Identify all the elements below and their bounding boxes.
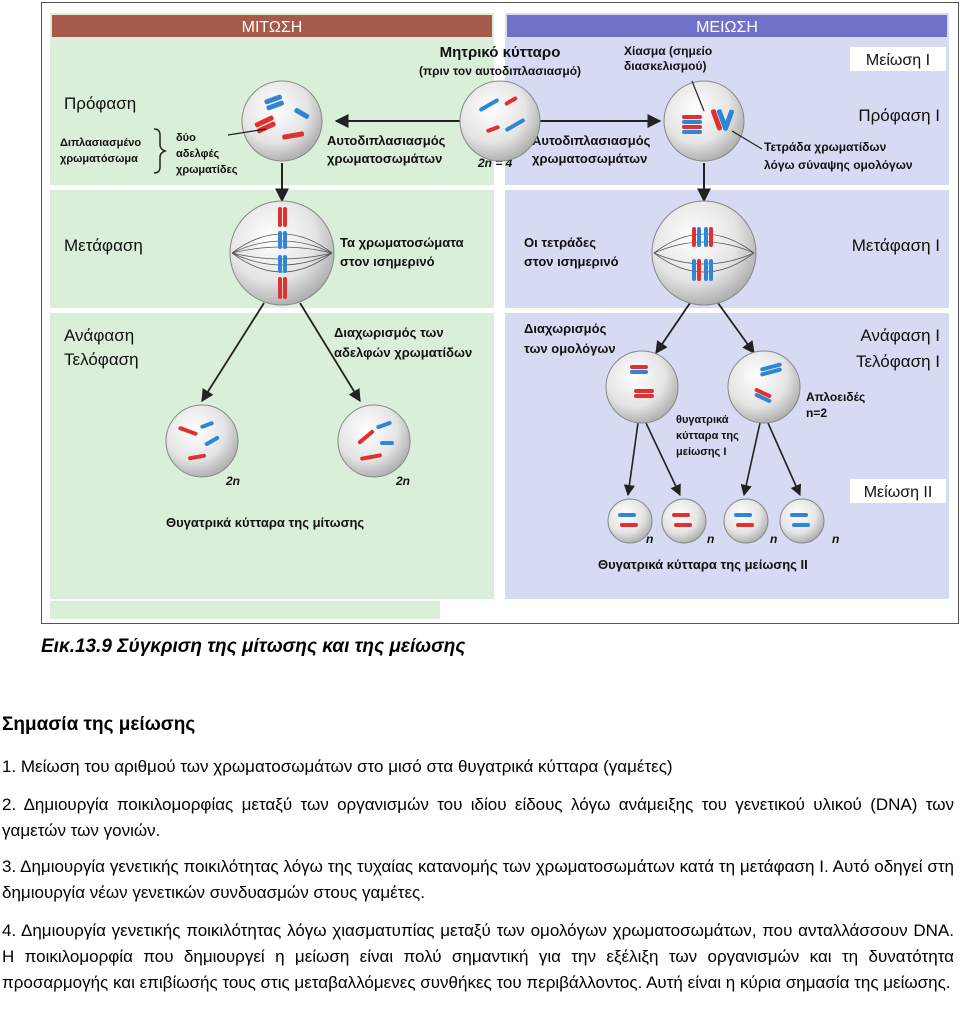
haploid-n-label: n=2 <box>806 406 827 420</box>
prophase-1-label: Πρόφαση Ι <box>858 106 940 125</box>
duplicated-chromosome-label-2: χρωματόσωμα <box>60 153 138 165</box>
mitosis-bottom-strip <box>50 601 440 619</box>
section-title: Σημασία της μείωσης <box>2 714 196 735</box>
figure-caption: Εικ.13.9 Σύγκριση της μίτωσης και της με… <box>41 636 466 657</box>
paragraph-2: 2. Δημιουργία ποικιλομορφίας μεταξύ των … <box>2 795 954 840</box>
two-n-left-label: 2n <box>225 474 240 488</box>
separation-sisters-label-2: αδελφών χρωματίδων <box>334 345 472 360</box>
metaphase-cell <box>229 200 335 306</box>
brace-icon <box>153 128 168 174</box>
anaphase-label: Ανάφαση <box>64 326 134 345</box>
self-dup-left-label-2: χρωματοσωμάτων <box>327 151 442 166</box>
self-dup-right-label-2: χρωματοσωμάτων <box>532 151 647 166</box>
separation-homologs-label: Διαχωρισμός <box>524 321 607 336</box>
anaphase-1-label: Ανάφαση Ι <box>860 326 940 345</box>
meiosis-1-label: Μείωση Ι <box>866 52 930 69</box>
two-sister-label-3: χρωματίδες <box>176 164 238 176</box>
metaphase-1-label: Μετάφαση Ι <box>852 236 940 255</box>
mitosis-meiosis-diagram: ΜΙΤΩΣΗ ΜΕΙΩΣΗ Μείωση Ι Μείωση ΙΙ Μητρικό… <box>41 2 959 624</box>
self-dup-right-label: Αυτοδιπλασιασμός <box>532 133 651 148</box>
n-label-3: n <box>770 532 777 546</box>
pointer-line <box>227 128 267 136</box>
prophase-label: Πρόφαση <box>64 94 136 113</box>
meiosis-1-daughter-cell-right <box>727 350 801 424</box>
mitosis-daughter-cell-left <box>165 404 239 478</box>
tetrads-equator-label-2: στον ισημερινό <box>524 254 619 269</box>
prophase-cell <box>241 80 323 162</box>
paragraph-4: 4. Δημιουργία γενετικής ποικιλότητας λόγ… <box>2 921 954 992</box>
meiosis-2-daughter-cell-1 <box>607 498 653 544</box>
prophase-1-cell <box>663 80 745 162</box>
n-label-4: n <box>832 532 839 546</box>
metaphase-1-cell <box>651 200 757 306</box>
meiosis-header <box>507 15 947 37</box>
separation-homologs-label-2: των ομολόγων <box>524 341 616 356</box>
n-label-2: n <box>707 532 714 546</box>
metaphase-label: Μετάφαση <box>64 236 143 255</box>
n-label-1: n <box>646 532 653 546</box>
daughter-mitosis-label: Θυγατρικά κύτταρα της μίτωσης <box>166 515 364 530</box>
duplicated-chromosome-label: Διπλασιασμένο <box>60 137 141 149</box>
paragraph-3: 3. Δημιουργία γενετικής ποικιλότητας λόγ… <box>2 857 954 902</box>
chromosomes-equator-label-2: στον ισημερινό <box>340 254 435 269</box>
chiasma-label: Χίασμα (σημείο <box>624 44 712 58</box>
meiosis-2-label: Μείωση ΙΙ <box>864 484 933 501</box>
mother-cell-sublabel: (πριν τον αυτοδιπλασιασμό) <box>419 64 581 78</box>
meiosis-1-daughter-cell-left <box>605 350 679 424</box>
meiosis-2-daughter-cell-3 <box>723 498 769 544</box>
chromosomes-equator-label: Τα χρωματοσώματα <box>340 235 464 250</box>
haploid-label: Απλοειδές <box>806 390 865 404</box>
mitosis-daughter-cell-right <box>337 404 411 478</box>
self-dup-left-label: Αυτοδιπλασιασμός <box>327 133 446 148</box>
tetrad-label: Τετράδα χρωματίδων <box>764 140 887 154</box>
paragraph-1: 1. Μείωση του αριθμού των χρωματοσωμάτων… <box>2 757 673 776</box>
mitosis-header-label: ΜΙΤΩΣΗ <box>242 19 303 36</box>
two-sister-label: δύο <box>176 132 196 144</box>
daughter-meiosis2-label: Θυγατρικά κύτταρα της μείωσης ΙΙ <box>598 557 808 572</box>
daughter-meiosis1-label: θυγατρικά <box>676 414 729 426</box>
telophase-label: Τελόφαση <box>64 350 139 369</box>
daughter-meiosis1-label-2: κύτταρα της <box>676 430 739 442</box>
two-n-right-label: 2n <box>395 474 410 488</box>
two-sister-label-2: αδελφές <box>176 148 219 160</box>
mitosis-header <box>52 15 492 37</box>
mother-cell <box>459 80 541 162</box>
daughter-meiosis1-label-3: μείωσης Ι <box>676 446 726 458</box>
tetrad-label-2: λόγω σύναψης ομολόγων <box>764 158 913 172</box>
chiasma-label-2: διασκελισμού) <box>624 59 706 73</box>
mother-cell-label: Μητρικό κύτταρο <box>440 44 561 61</box>
meiosis-header-label: ΜΕΙΩΣΗ <box>696 19 758 36</box>
meiosis-2-daughter-cell-2 <box>661 498 707 544</box>
tetrads-equator-label: Οι τετράδες <box>524 235 596 250</box>
meiosis-2-daughter-cell-4 <box>779 498 825 544</box>
separation-sisters-label: Διαχωρισμός των <box>334 325 444 340</box>
telophase-1-label: Τελόφαση Ι <box>856 352 940 371</box>
